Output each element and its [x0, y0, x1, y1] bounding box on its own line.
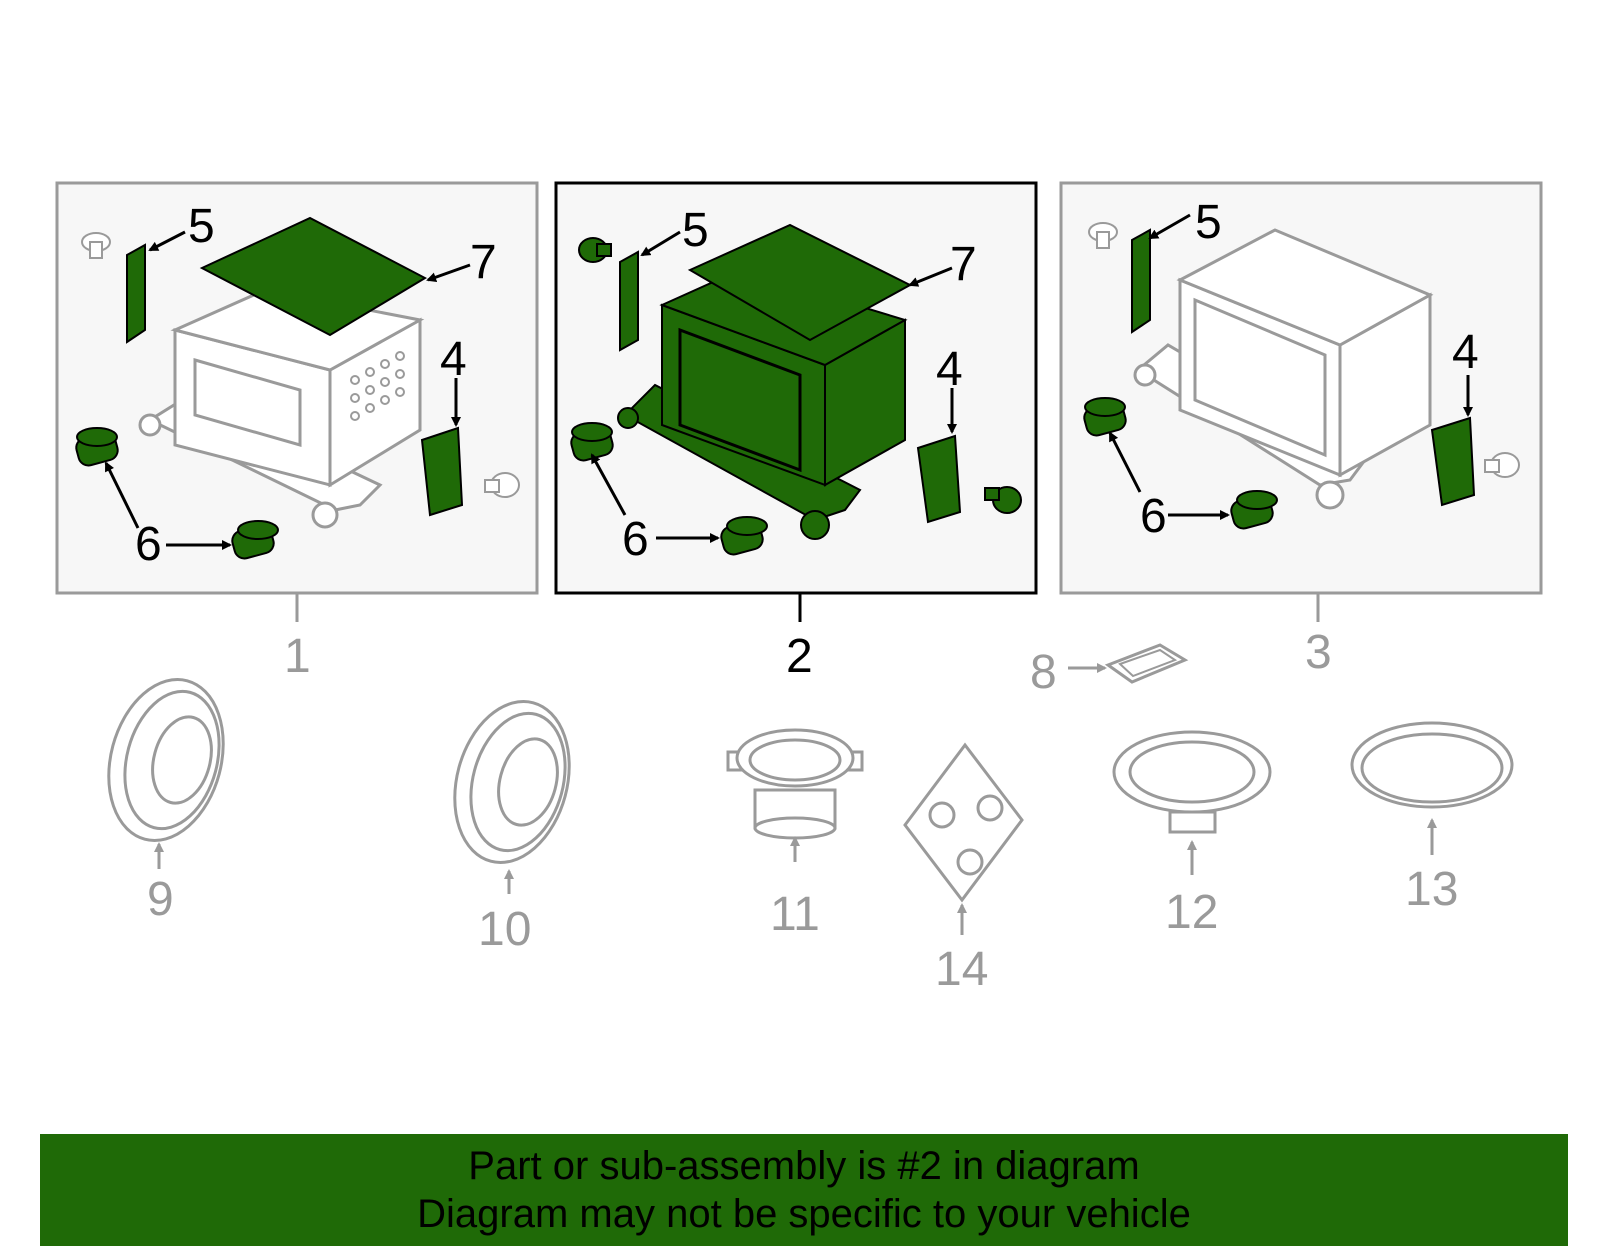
speaker-part-10: 10 — [453, 700, 571, 956]
banner-line-2: Diagram may not be specific to your vehi… — [417, 1192, 1191, 1236]
banner-line-1: Part or sub-assembly is #2 in diagram — [468, 1144, 1140, 1188]
label-11: 11 — [770, 888, 820, 941]
label-10: 10 — [478, 903, 531, 956]
callout-6-p1: 6 — [135, 518, 162, 571]
panel-2-group: 5 7 4 6 2 — [554, 181, 1038, 683]
module-part-14: 14 — [903, 742, 1024, 996]
parts-diagram: 5 7 4 6 1 — [55, 181, 1543, 996]
screw-p1-a — [81, 232, 111, 259]
screw-p1-b — [484, 472, 520, 498]
bracket-part-4-p2 — [916, 434, 962, 524]
gasket-part-8: 8 — [1030, 643, 1189, 699]
knob-part-6b-p3 — [1230, 490, 1278, 530]
callout-6-p2: 6 — [622, 513, 649, 566]
vent-holes-1 — [350, 351, 405, 421]
callout-7-p1: 7 — [470, 236, 497, 289]
callout-5-p3: 5 — [1195, 196, 1222, 249]
panel-1-group: 5 7 4 6 1 — [55, 181, 539, 683]
label-13: 13 — [1405, 863, 1458, 916]
screw-p3-a — [1088, 222, 1118, 249]
speaker-part-9: 9 — [107, 678, 225, 926]
knob-part-6b-p2 — [720, 516, 768, 556]
speaker-part-12: 12 — [1112, 730, 1272, 939]
panel-3-label: 3 — [1305, 626, 1332, 679]
radio-unit-outline-3 — [1133, 228, 1434, 510]
radio-unit-part-2 — [617, 223, 913, 540]
callout-4-p2: 4 — [936, 343, 963, 396]
speaker-cover-part-13: 13 — [1350, 721, 1514, 916]
label-14: 14 — [935, 943, 988, 996]
callout-5-p1: 5 — [188, 200, 215, 253]
knob-part-6a-p1 — [75, 427, 119, 467]
callout-4-p1: 4 — [440, 333, 467, 386]
panel-3-group: 5 4 6 3 — [1059, 181, 1543, 679]
callout-6-p3: 6 — [1140, 490, 1167, 543]
label-8: 8 — [1030, 646, 1057, 699]
knob-part-6b-p1 — [231, 520, 279, 560]
callout-7-p2: 7 — [950, 238, 977, 291]
knob-part-6a-p3 — [1083, 397, 1127, 437]
callout-4-p3: 4 — [1452, 326, 1479, 379]
label-12: 12 — [1165, 886, 1218, 939]
speaker-part-11: 11 — [726, 728, 864, 941]
callout-5-p2: 5 — [682, 204, 709, 257]
info-banner: Part or sub-assembly is #2 in diagram Di… — [40, 1134, 1568, 1246]
bracket-part-5-p1 — [126, 243, 146, 344]
panel-2-label: 2 — [786, 630, 813, 683]
screw-p3-b — [1484, 452, 1520, 478]
bracket-part-5-p3 — [1131, 228, 1151, 334]
plate-part-7-p1 — [199, 216, 428, 337]
bracket-part-4-p1 — [420, 426, 464, 517]
bracket-part-5-p2 — [619, 250, 639, 352]
screw-part-p2-b — [984, 486, 1022, 514]
label-9: 9 — [147, 873, 174, 926]
screw-part-p2-a — [578, 237, 612, 263]
panel-1-label: 1 — [284, 630, 311, 683]
bracket-part-4-p3 — [1430, 416, 1476, 507]
